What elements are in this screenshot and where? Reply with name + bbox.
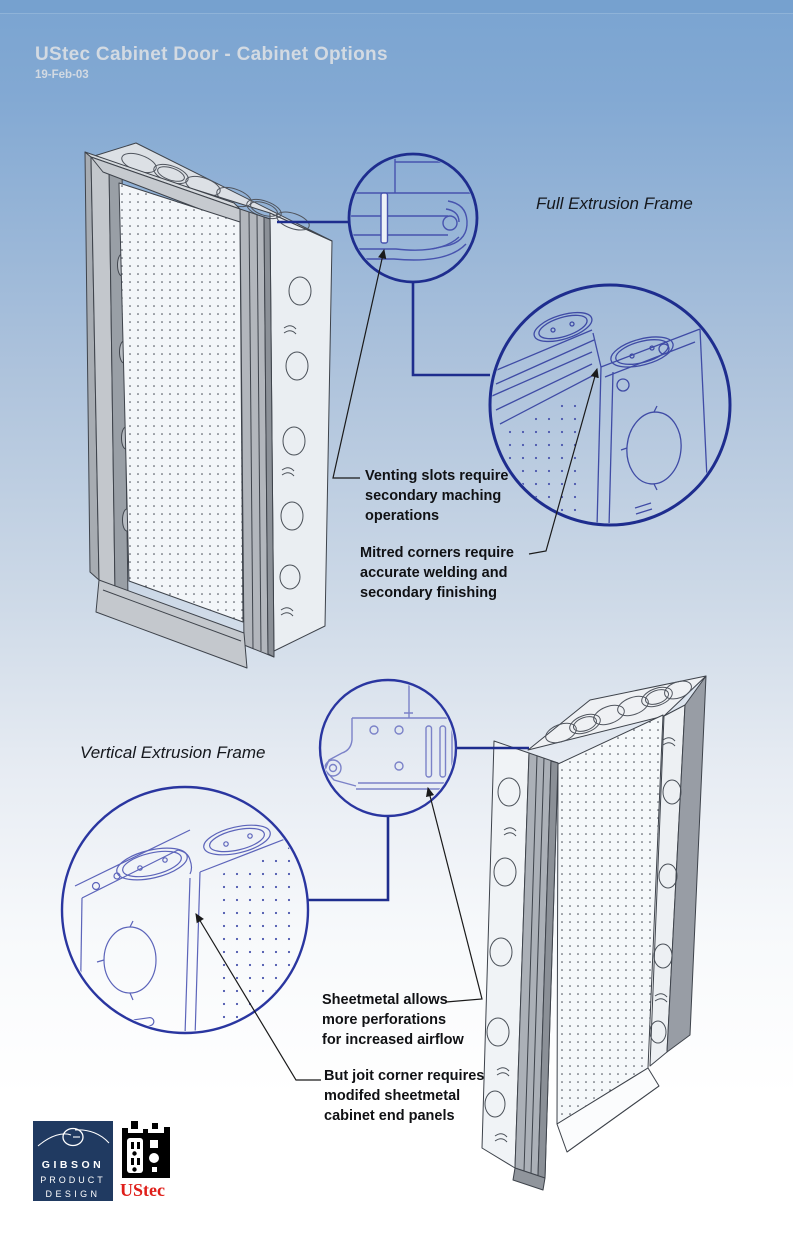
full-extrusion-cabinet-illustration xyxy=(84,142,333,669)
ustec-logo-text: UStec xyxy=(120,1180,165,1200)
gibson-emblem-icon xyxy=(37,1127,110,1147)
annotation-mitred-corners: Mitred corners require accurate welding … xyxy=(360,545,514,601)
vertical-extrusion-frame-label: Vertical Extrusion Frame xyxy=(80,743,266,762)
page-date: 19-Feb-03 xyxy=(35,69,89,81)
detail-callout-sheetmetal-bracket xyxy=(318,678,458,818)
annotation-venting-slots: Venting slots require secondary maching … xyxy=(365,468,509,524)
annotation-sheetmetal-perforations: Sheetmetal allows more perforations for … xyxy=(322,992,464,1048)
page-title: UStec Cabinet Door - Cabinet Options xyxy=(35,44,388,65)
leader-arrow-sheetmetal xyxy=(426,786,483,1003)
annotation-joint-corner: But joit corner requires modifed sheetme… xyxy=(324,1068,485,1124)
gibson-logo-line2: PRODUCT xyxy=(40,1175,106,1185)
gibson-logo-line3: DESIGN xyxy=(46,1189,101,1199)
ustec-logo: UStec xyxy=(120,1121,170,1200)
leader-arrows xyxy=(195,248,599,1081)
gibson-logo: GIBSON PRODUCT DESIGN xyxy=(33,1121,113,1201)
ustec-outlet-icon xyxy=(122,1121,170,1178)
gibson-logo-line1: GIBSON xyxy=(42,1159,104,1171)
vertical-extrusion-cabinet-illustration xyxy=(481,675,707,1191)
detail-callout-joint-corner xyxy=(60,785,310,1035)
detail-callout-venting-slot xyxy=(347,152,479,284)
leader-arrow-mitred xyxy=(528,367,599,555)
callout-connector-lines xyxy=(277,220,529,902)
leader-arrow-joint xyxy=(195,912,321,1081)
full-extrusion-frame-label: Full Extrusion Frame xyxy=(536,194,693,213)
leader-arrow-venting xyxy=(332,248,387,479)
top-accent-bar xyxy=(0,0,793,14)
detail-callout-mitred-corner xyxy=(488,283,732,527)
